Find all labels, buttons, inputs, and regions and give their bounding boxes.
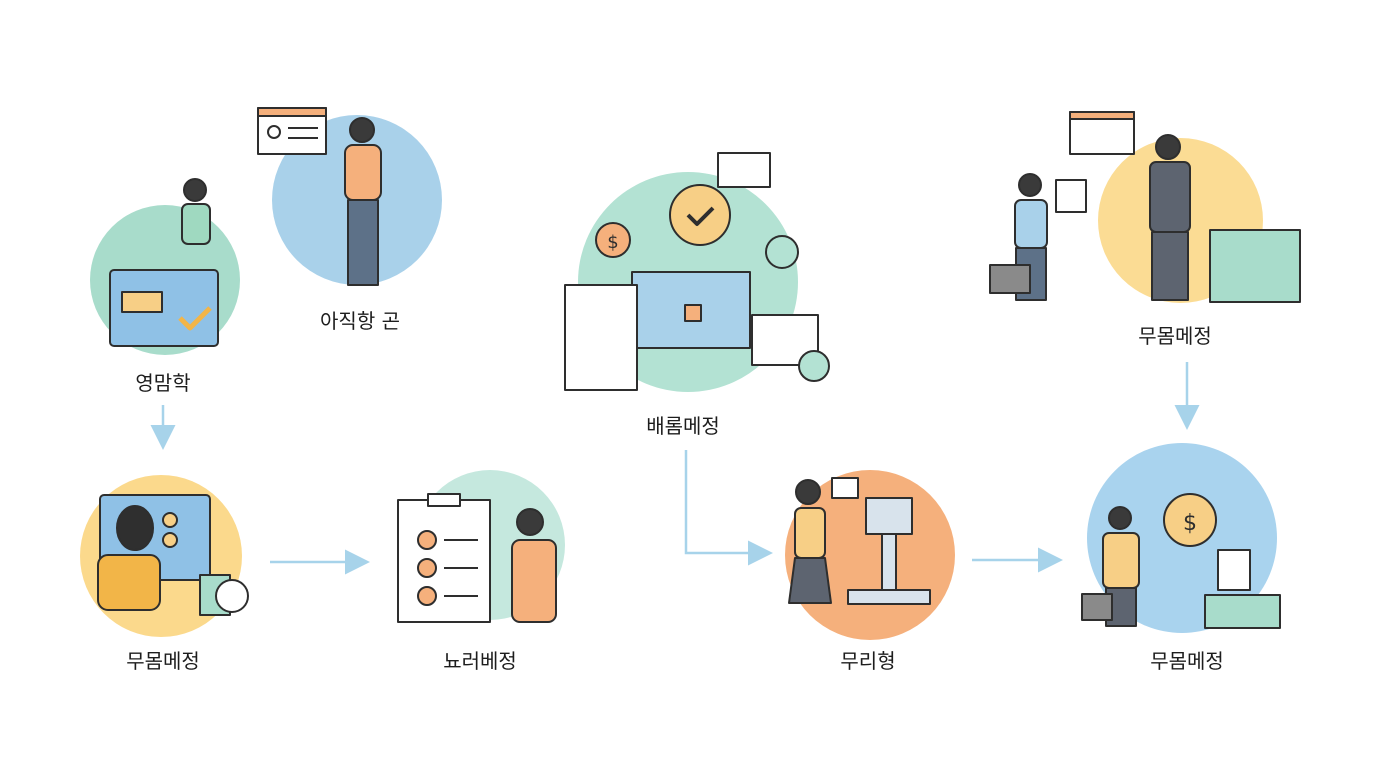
person-card-icon [257,107,382,286]
dollar-icon: $ [1183,511,1197,536]
node-label-5: 무몸메정 [126,649,200,673]
business-meeting-icon [989,111,1301,303]
node-label-4: 무몸메정 [1138,324,1212,348]
node-label-3: 배롬메정 [646,414,720,438]
desk-icon [109,178,219,347]
dashboard-icon [564,152,830,391]
node-label-7: 무리형 [840,649,896,673]
node-label-1: 영맘학 [135,371,191,395]
arrow-elbow [684,450,773,566]
node-label-6: 뇨러베정 [443,649,517,673]
money-person-icon [1081,493,1281,629]
node-label-2: 아직항 곤 [320,309,400,333]
computer-person-icon [97,494,249,616]
worker-machine-icon [788,477,931,605]
checklist-icon [397,493,557,623]
node-label-8: 무몸메정 [1150,649,1224,673]
dollar-icon: $ [607,232,618,253]
